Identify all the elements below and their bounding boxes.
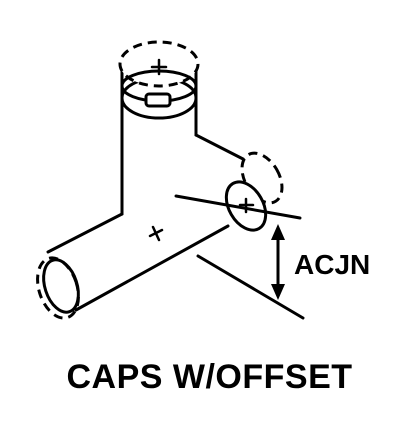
center-plus-icon — [148, 225, 164, 242]
dimension-label: ACJN — [294, 249, 370, 280]
dimension-arrow-icon — [271, 224, 285, 300]
top-cap-plus-icon — [150, 58, 168, 76]
horizontal-pipe — [46, 133, 247, 312]
right-cap — [224, 151, 284, 232]
left-cap — [36, 256, 80, 320]
top-cap — [118, 40, 200, 108]
extension-lines — [174, 194, 305, 320]
diagram-caption: CAPS W/OFFSET — [66, 358, 353, 396]
